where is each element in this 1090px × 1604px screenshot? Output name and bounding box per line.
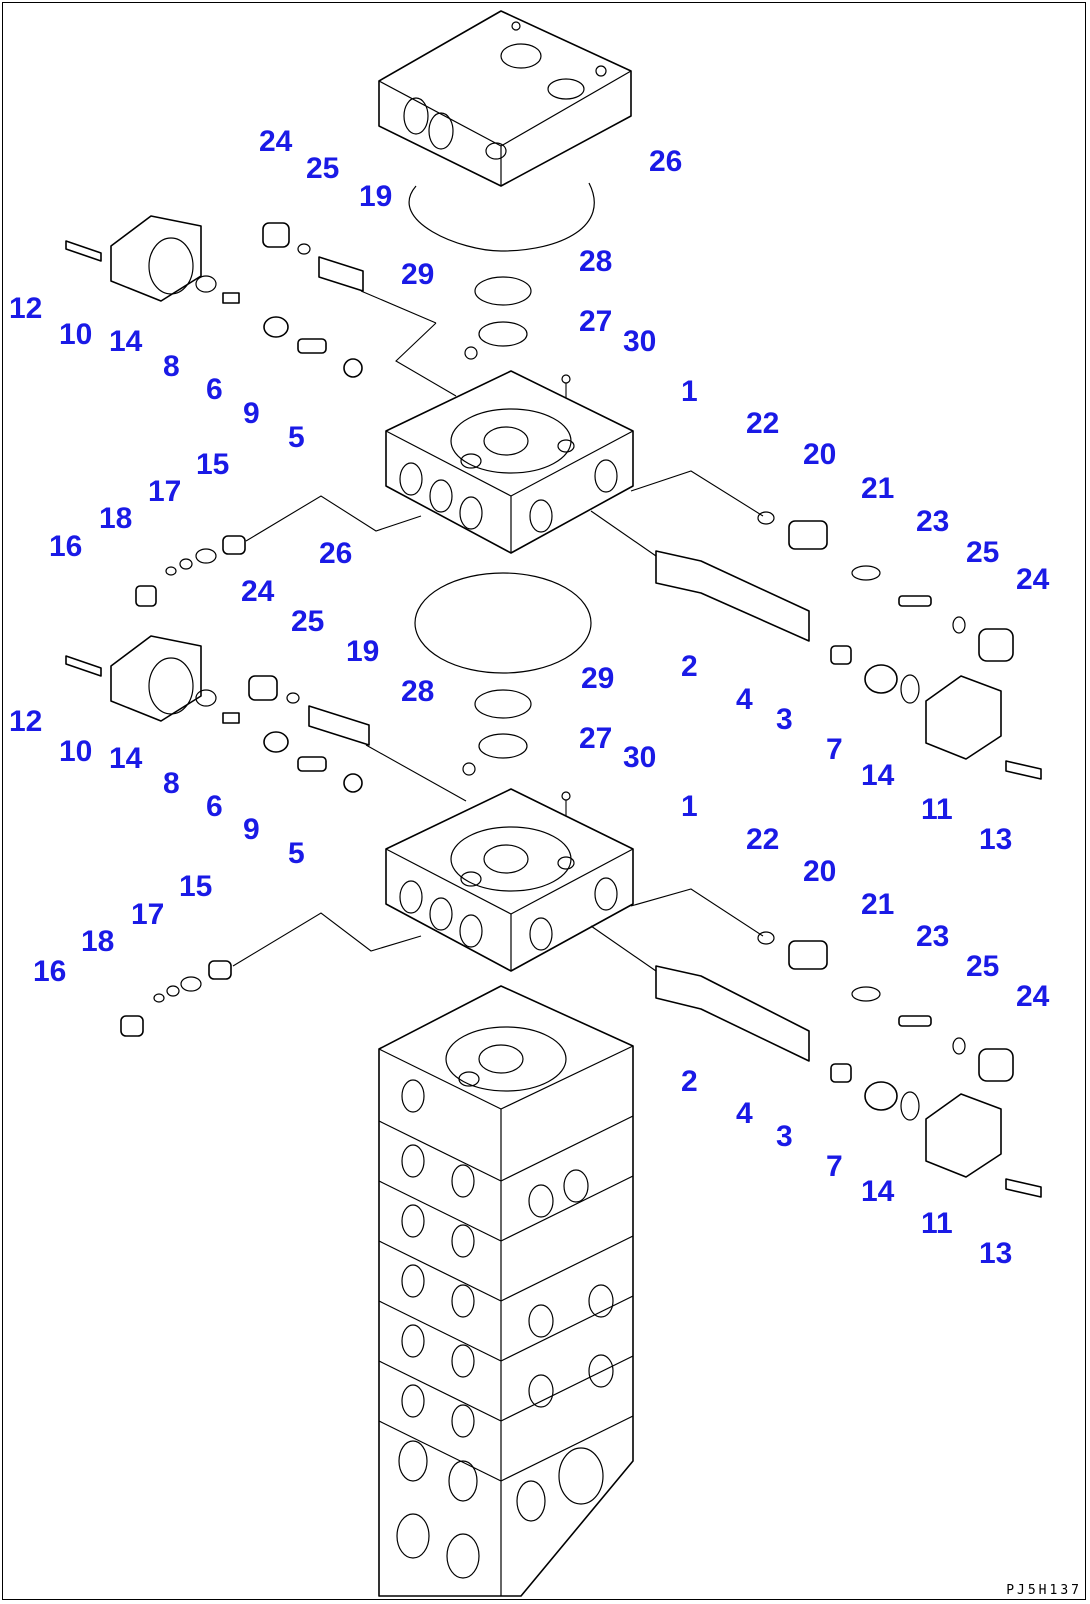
callout-upper-19: 19	[359, 180, 392, 213]
callout-middle-4: 4	[736, 1097, 753, 1130]
callout-upper-3: 3	[776, 703, 793, 736]
callout-middle-21: 21	[861, 888, 894, 921]
top-cover	[378, 10, 632, 187]
callout-upper-16: 16	[49, 530, 82, 563]
callout-middle-24: 24	[1016, 980, 1050, 1013]
callout-middle-18: 18	[81, 925, 114, 958]
callout-middle-30: 30	[623, 741, 656, 774]
upper-section	[65, 182, 1042, 780]
seal-26-upper	[408, 182, 595, 252]
callout-middle-19: 19	[346, 635, 379, 668]
callout-middle-20: 20	[803, 855, 836, 888]
callout-upper-5: 5	[288, 421, 305, 454]
callout-middle-26: 26	[319, 537, 352, 570]
callout-middle-10: 10	[59, 735, 92, 768]
callout-upper-13: 13	[979, 823, 1012, 856]
callout-middle-13: 13	[979, 1237, 1012, 1270]
callout-upper-9: 9	[243, 397, 260, 430]
callout-middle-8: 8	[163, 767, 180, 800]
callout-upper-22: 22	[746, 407, 779, 440]
callout-middle-9: 9	[243, 813, 260, 846]
callout-middle-25: 25	[966, 950, 999, 983]
callout-middle-15: 15	[179, 870, 212, 903]
callout-middle-14: 14	[109, 742, 143, 775]
callout-upper-17: 17	[148, 475, 181, 508]
callout-middle-14: 14	[861, 1175, 895, 1208]
callout-upper-21: 21	[861, 472, 894, 505]
seal-28-upper	[474, 276, 532, 306]
callout-middle-28: 28	[401, 675, 434, 708]
callout-upper-12: 12	[9, 292, 42, 325]
callout-upper-4: 4	[736, 683, 753, 716]
callout-middle-6: 6	[206, 790, 223, 823]
callout-upper-25: 25	[966, 536, 999, 569]
callout-upper-1: 1	[681, 375, 698, 408]
seal-26-middle	[414, 572, 592, 674]
callout-upper-14: 14	[109, 325, 143, 358]
callout-middle-12: 12	[9, 705, 42, 738]
callout-upper-24: 24	[1016, 563, 1050, 596]
callout-upper-27: 27	[579, 305, 612, 338]
callout-upper-8: 8	[163, 350, 180, 383]
seal-27-middle	[478, 733, 528, 759]
callout-upper-15: 15	[196, 448, 229, 481]
callout-middle-11: 11	[921, 1207, 953, 1240]
callout-middle-7: 7	[826, 1150, 843, 1183]
callout-upper-20: 20	[803, 438, 836, 471]
callout-middle-3: 3	[776, 1120, 793, 1153]
callout-upper-11: 11	[921, 793, 953, 826]
callout-middle-29: 29	[581, 662, 614, 695]
callout-upper-18: 18	[99, 502, 132, 535]
callout-upper-29: 29	[401, 258, 434, 291]
callout-upper-26: 26	[649, 145, 682, 178]
callout-middle-24: 24	[241, 575, 275, 608]
callout-upper-10: 10	[59, 318, 92, 351]
middle-section	[65, 572, 1042, 1198]
valve-stack	[378, 985, 634, 1597]
callout-middle-5: 5	[288, 837, 305, 870]
seal-27-upper	[478, 321, 528, 347]
callout-upper-2: 2	[681, 650, 698, 683]
callout-upper-6: 6	[206, 373, 223, 406]
callout-upper-24: 24	[259, 125, 293, 158]
callout-middle-17: 17	[131, 898, 164, 931]
callout-middle-27: 27	[579, 722, 612, 755]
callout-upper-28: 28	[579, 245, 612, 278]
seal-28-middle	[474, 689, 532, 719]
callout-upper-14: 14	[861, 759, 895, 792]
callout-middle-2: 2	[681, 1065, 698, 1098]
exploded-parts-drawing: 2425192628292730121014869511517181622202…	[9, 10, 1050, 1597]
callout-middle-25: 25	[291, 605, 324, 638]
callout-middle-16: 16	[33, 955, 66, 988]
callout-upper-7: 7	[826, 733, 843, 766]
callout-middle-22: 22	[746, 823, 779, 856]
callout-upper-23: 23	[916, 505, 949, 538]
callout-middle-23: 23	[916, 920, 949, 953]
callout-upper-30: 30	[623, 325, 656, 358]
drawing-code: PJ5H137	[1006, 1583, 1082, 1598]
callout-upper-25: 25	[306, 152, 339, 185]
callout-middle-1: 1	[681, 790, 698, 823]
